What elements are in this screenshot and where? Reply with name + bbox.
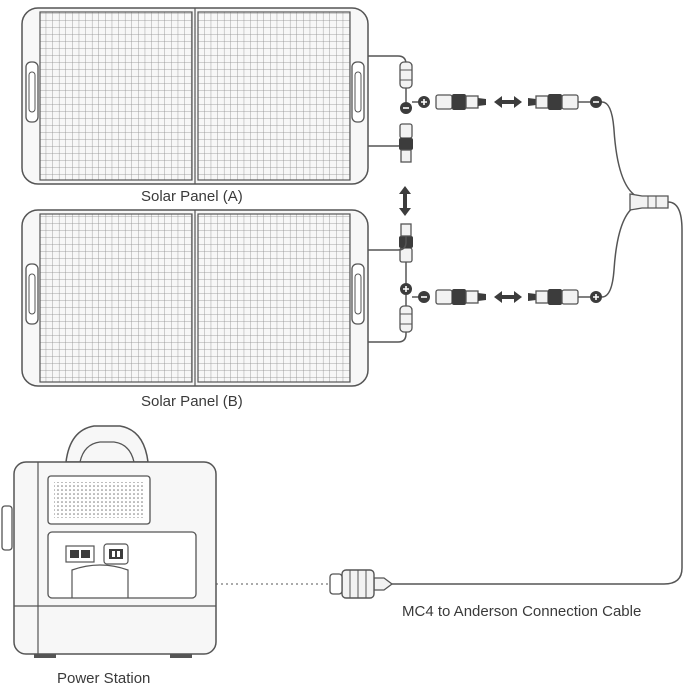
cable-label: MC4 to Anderson Connection Cable xyxy=(402,603,642,620)
panel-b-cables xyxy=(368,236,418,343)
panel-b-label: Solar Panel (B) xyxy=(141,393,243,410)
connect-arrow-horizontal-lower xyxy=(494,291,522,303)
power-station xyxy=(1,425,217,658)
panel-a-positive-branch xyxy=(412,93,487,111)
connect-arrow-horizontal-upper xyxy=(494,96,522,108)
solar-panel-b xyxy=(21,209,369,387)
cable-minus-upper xyxy=(578,96,641,199)
mc4-female-upper xyxy=(527,93,579,111)
mc4-female-lower xyxy=(527,288,579,306)
solar-panel-a xyxy=(21,7,369,185)
panel-b-inline-connector xyxy=(398,223,414,333)
power-station-label: Power Station xyxy=(57,670,151,687)
main-cable xyxy=(392,201,683,585)
cable-plus-lower xyxy=(578,203,641,303)
mc4-connector-vertical-a xyxy=(398,123,414,163)
panel-a-label: Solar Panel (A) xyxy=(141,188,243,205)
panel-a-inline-connector xyxy=(398,61,414,163)
panel-b-negative-branch xyxy=(418,288,487,306)
connect-arrow-vertical xyxy=(399,186,411,216)
y-splitter xyxy=(629,193,669,211)
anderson-connector xyxy=(329,569,394,599)
